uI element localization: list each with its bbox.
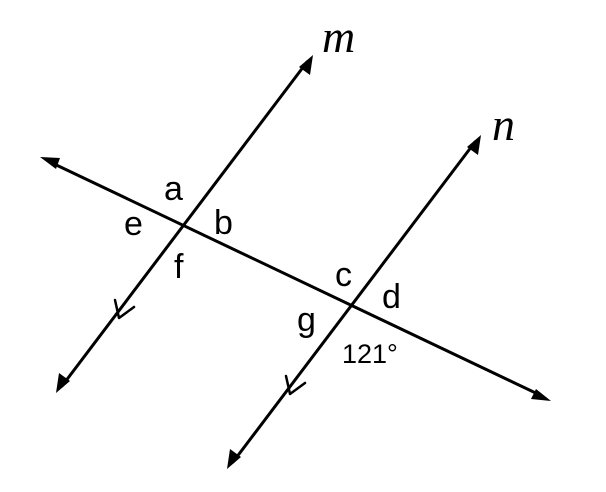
line-n-label: n xyxy=(492,99,515,150)
line-m-parallel-marker xyxy=(113,298,136,320)
line-n-bottom-arrowhead xyxy=(227,449,241,469)
angle-b-label: b xyxy=(214,204,233,242)
angle-c-label: c xyxy=(335,256,352,294)
line-n-parallel-marker xyxy=(284,374,307,396)
angle-g-label: g xyxy=(297,301,316,339)
line-m-label: m xyxy=(322,11,355,62)
line-m xyxy=(60,60,309,388)
line-m-bottom-arrowhead xyxy=(56,373,70,393)
transversal-right-arrowhead xyxy=(531,389,551,401)
angle-d-label: d xyxy=(382,278,401,316)
line-n xyxy=(231,140,477,464)
angle-a-label: a xyxy=(164,170,183,208)
line-n-top-arrowhead xyxy=(467,135,481,155)
line-m-top-arrowhead xyxy=(299,55,313,75)
given-angle-label: 121° xyxy=(342,339,398,369)
transversal-left-arrowhead xyxy=(40,157,60,169)
angle-f-label: f xyxy=(174,248,184,286)
transversal-line xyxy=(48,160,544,398)
angle-e-label: e xyxy=(124,205,143,243)
